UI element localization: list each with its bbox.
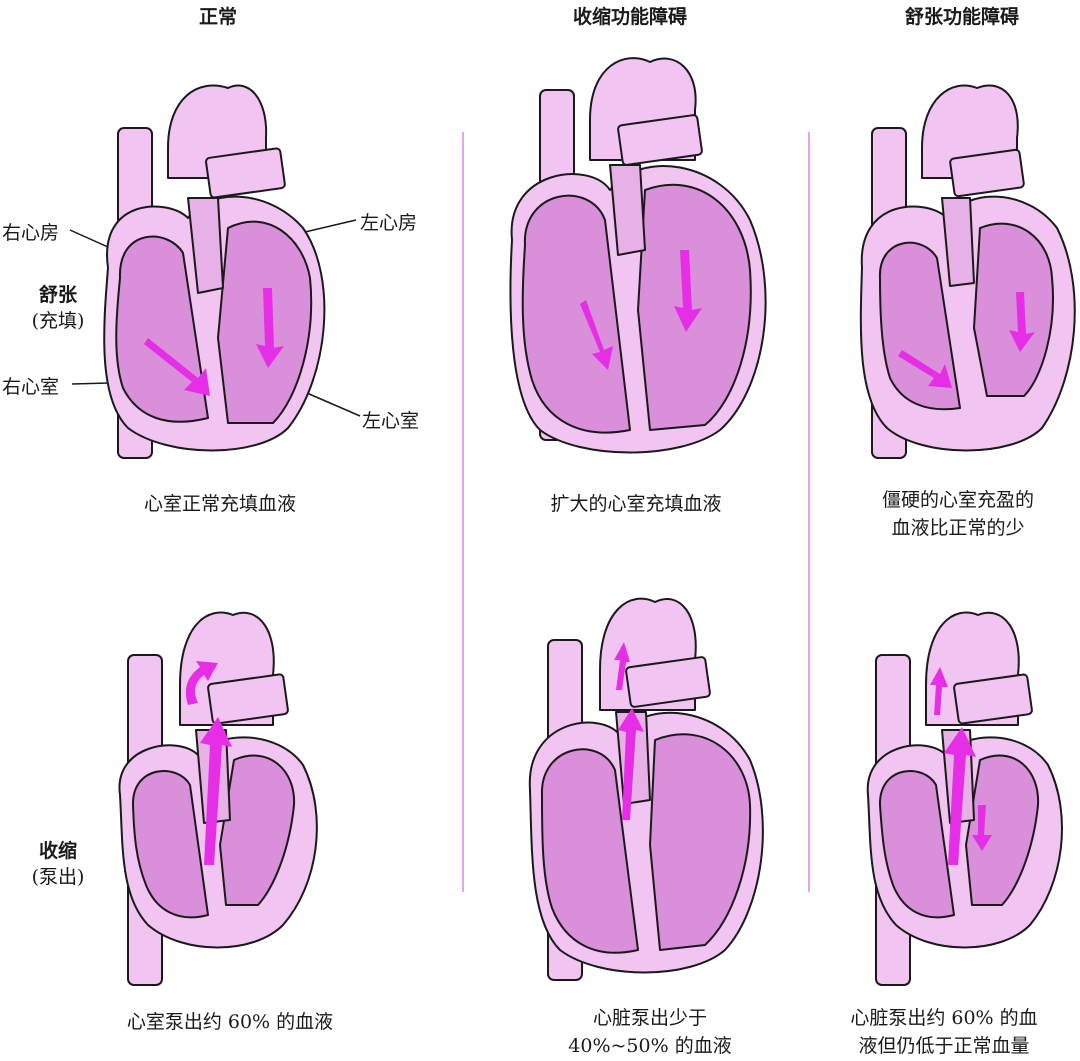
column-title-diastolic-dysfunction: 舒张功能障碍 xyxy=(904,6,1019,28)
row-label-diastole-sub: (充填) xyxy=(31,310,85,332)
caption-diastolic-systole-line-2: 液但仍低于正常血量 xyxy=(858,1035,1030,1057)
caption-systolic-systole: 心脏泵出少于 40%~50% 的血液 xyxy=(500,1004,800,1060)
caption-systolic-systole-line-2: 40%~50% 的血液 xyxy=(568,1035,732,1057)
row-label-systole: 收缩 (泵出) xyxy=(18,838,98,890)
caption-normal-systole: 心室泵出约 60% 的血液 xyxy=(126,1011,334,1033)
column-title-systolic-dysfunction: 收缩功能障碍 xyxy=(572,6,687,28)
heart-normal-systole xyxy=(118,611,318,986)
heart-diastolic-systole xyxy=(866,611,1063,986)
column-title-normal: 正常 xyxy=(198,6,237,28)
caption-systolic-systole-line-1: 心脏泵出少于 xyxy=(592,1007,707,1029)
row-label-systole-sub: (泵出) xyxy=(31,866,85,888)
heart-systolic-diastole xyxy=(509,57,767,454)
row-label-systole-main: 收缩 xyxy=(38,840,77,862)
label-right-ventricle: 右心室 xyxy=(2,376,60,398)
caption-diastolic-diastole-line-2: 血液比正常的少 xyxy=(891,517,1025,539)
caption-diastolic-diastole: 僵硬的心室充盈的 血液比正常的少 xyxy=(808,486,1080,542)
label-right-atrium: 右心房 xyxy=(2,222,60,244)
row-label-diastole-main: 舒张 xyxy=(38,284,77,306)
caption-systolic-diastole: 扩大的心室充填血液 xyxy=(550,493,722,515)
row-label-diastole: 舒张 (充填) xyxy=(18,282,98,334)
caption-diastolic-systole: 心脏泵出约 60% 的血 液但仍低于正常血量 xyxy=(810,1004,1078,1060)
caption-diastolic-systole-line-1: 心脏泵出约 60% 的血 xyxy=(850,1007,1038,1029)
label-left-ventricle: 左心室 xyxy=(362,410,420,432)
heart-systolic-systole xyxy=(528,597,764,981)
label-left-atrium: 左心房 xyxy=(360,212,418,234)
heart-normal-diastole xyxy=(103,84,326,459)
heart-diastolic-diastole xyxy=(859,84,1076,459)
caption-diastolic-diastole-line-1: 僵硬的心室充盈的 xyxy=(881,489,1034,511)
column-divider-1 xyxy=(462,132,464,892)
caption-normal-diastole: 心室正常充填血液 xyxy=(143,493,296,515)
column-divider-2 xyxy=(808,132,810,892)
